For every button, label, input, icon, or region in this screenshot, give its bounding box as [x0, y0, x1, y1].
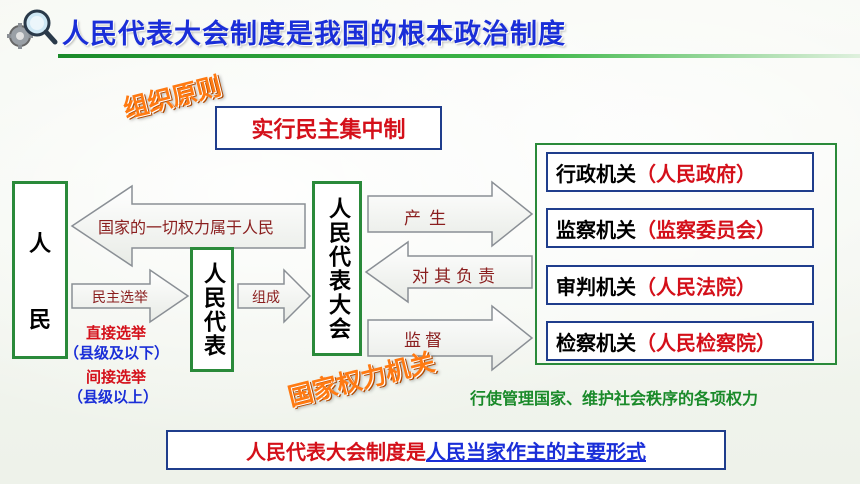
indirect-election-scope: （县级以上）	[68, 388, 159, 406]
responsible-label: 对其负责	[412, 267, 500, 287]
conclusion-box: 人民代表大会制度是 人民当家作主的主要形式	[166, 430, 726, 470]
arrow-supervise	[367, 304, 534, 372]
produce-label: 产生	[404, 209, 454, 229]
arrow-compose	[237, 268, 312, 324]
supervise-label: 监督	[404, 331, 446, 351]
organ-name: 行政机关	[556, 161, 636, 186]
power-belongs-label: 国家的一切权力属于人民	[98, 218, 275, 237]
npc-label: 人民代表大会	[325, 196, 350, 341]
organ-name: 审判机关	[556, 274, 636, 299]
organ-procuratorial: 检察机关 （人民检察院）	[546, 321, 814, 361]
people-box: 人 民	[12, 181, 68, 359]
organ-detail: （人民政府）	[636, 161, 756, 186]
title-bar: 人民代表大会制度是我国的根本政治制度	[0, 0, 860, 70]
arrow-responsible	[364, 240, 533, 304]
organ-detail: （人民检察院）	[636, 330, 776, 355]
organ-detail: （监察委员会）	[636, 217, 776, 242]
arrow-power-belongs	[70, 184, 306, 268]
democratic-election-label: 民主选举	[92, 290, 148, 306]
organ-supervisory: 监察机关 （监察委员会）	[546, 208, 814, 248]
organ-name: 检察机关	[556, 330, 636, 355]
title-underline	[58, 54, 860, 58]
conclusion-lead: 人民代表大会制度是	[246, 439, 426, 464]
organ-detail: （人民法院）	[636, 274, 756, 299]
organ-judicial: 审判机关 （人民法院）	[546, 265, 814, 305]
direct-election-scope: （县级及以下）	[64, 344, 170, 362]
people-char-1: 人	[28, 232, 51, 257]
compose-label: 组成	[252, 290, 280, 306]
conclusion-emphasis: 人民当家作主的主要形式	[426, 439, 646, 464]
representatives-box: 人民代表	[190, 247, 234, 372]
direct-election-label: 直接选举	[86, 324, 147, 342]
democratic-centralism-box: 实行民主集中制	[215, 106, 442, 150]
magnifier-gear-icon	[7, 9, 58, 49]
representatives-label: 人民代表	[200, 261, 225, 358]
indirect-election-label: 间接选举	[86, 368, 147, 386]
organ-administrative: 行政机关 （人民政府）	[546, 152, 814, 192]
npc-box: 人民代表大会	[312, 181, 362, 356]
people-char-2: 民	[28, 308, 51, 333]
page-title: 人民代表大会制度是我国的根本政治制度	[62, 19, 566, 50]
powers-note: 行使管理国家、维护社会秩序的各项权力	[470, 389, 759, 408]
arrow-produce	[367, 180, 534, 248]
organ-name: 监察机关	[556, 217, 636, 242]
arrow-democratic-election	[71, 268, 190, 324]
